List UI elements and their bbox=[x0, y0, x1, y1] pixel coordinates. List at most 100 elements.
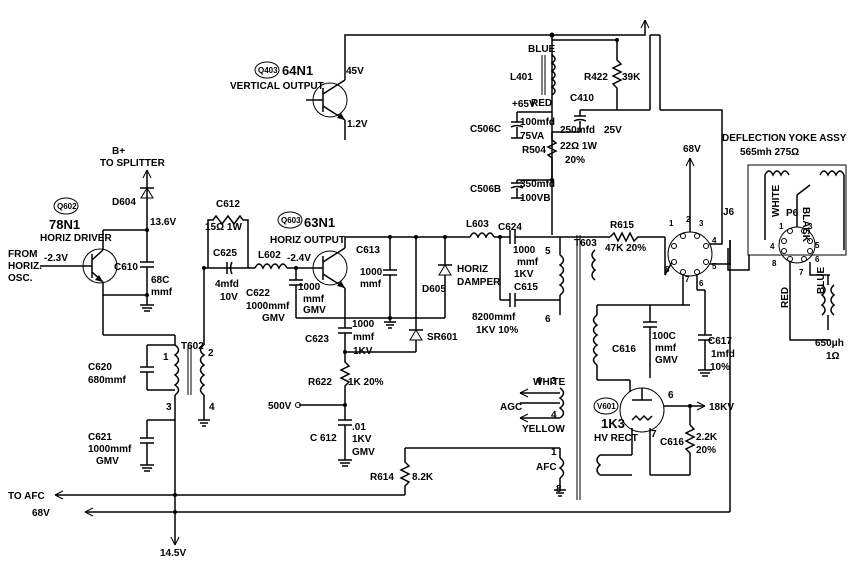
yoke-pin8: 8 bbox=[772, 259, 777, 268]
horiz-output-stage: C612 15Ω 1W C625 4mfd 10V L602 -2.4V 100… bbox=[202, 199, 348, 340]
l401-bottom-wire: RED bbox=[531, 98, 552, 109]
c620-ref: C620 bbox=[88, 362, 112, 373]
sr601-ref: SR601 bbox=[427, 332, 458, 343]
c616b-tolerance: 20% bbox=[696, 445, 716, 456]
t603-pin4: 4 bbox=[551, 410, 557, 421]
c617-tolerance: 10% bbox=[710, 362, 730, 373]
c624-ref: C624 bbox=[498, 222, 522, 233]
q403-function: VERTICAL OUTPUT bbox=[230, 81, 324, 92]
yoke-title: DEFLECTION YOKE ASSY bbox=[722, 133, 847, 144]
rail-68v-bottom: 68V bbox=[32, 508, 50, 519]
q602-ref: Q602 bbox=[57, 202, 77, 211]
t603-pin6: 6 bbox=[545, 314, 551, 325]
r422-ref: R422 bbox=[584, 72, 608, 83]
c625-ref: C625 bbox=[213, 248, 237, 259]
j6-pin7: 7 bbox=[685, 275, 690, 284]
r622-ref: R622 bbox=[308, 377, 332, 388]
q603-function: HORIZ OUTPUT bbox=[270, 235, 345, 246]
v601-pin6: 6 bbox=[668, 390, 674, 401]
power-filter: +65V C506C 100mfd 75VA R504 22Ω 1W 20% C… bbox=[470, 99, 597, 204]
r504-tolerance: 20% bbox=[565, 155, 585, 166]
c617-ref: C617 bbox=[708, 336, 732, 347]
r422-value: 39K bbox=[622, 72, 641, 83]
collector-bus: C613 1000 mmf D605 HORIZ DAMPER SR601 10… bbox=[268, 235, 501, 467]
yoke-plug-ref: P6 bbox=[786, 208, 799, 219]
c612b-tolerance: GMV bbox=[352, 447, 375, 458]
t602-pin2: 2 bbox=[208, 348, 214, 359]
c622-value: 1000mmf bbox=[246, 301, 290, 312]
c622-tolerance: GMV bbox=[262, 313, 285, 324]
c506b-ref: C506B bbox=[470, 184, 501, 195]
l401-ref: L401 bbox=[510, 72, 533, 83]
t602-pin3: 3 bbox=[166, 402, 172, 413]
t602-pin4: 4 bbox=[209, 402, 215, 413]
c623-ref: C623 bbox=[305, 334, 329, 345]
c622-value-top: 1000 bbox=[298, 282, 321, 293]
q602-base-voltage: -2.3V bbox=[44, 253, 68, 264]
c506b-capacitance: 350mfd bbox=[520, 179, 555, 190]
j6-pin3: 3 bbox=[699, 219, 704, 228]
c410-ref: C410 bbox=[570, 93, 594, 104]
j6-pin6: 6 bbox=[699, 279, 704, 288]
v601-type: 1K3 bbox=[601, 416, 625, 431]
c613-ref: C613 bbox=[356, 245, 380, 256]
t603-pin3: 3 bbox=[551, 376, 557, 387]
agc-afc-windings: WHITE AGC YELLOW AFC R614 8.2K TO AFC 68… bbox=[8, 240, 731, 519]
q603-ref: Q603 bbox=[281, 216, 301, 225]
c621-value: 1000mmf bbox=[88, 444, 132, 455]
t602-pin1: 1 bbox=[163, 352, 169, 363]
t603-ref: T603 bbox=[574, 238, 597, 249]
afc-label: AFC bbox=[536, 462, 557, 473]
c624-voltage: 1KV bbox=[514, 269, 534, 280]
c622-unit-top: mmf bbox=[303, 294, 325, 305]
c506b-voltage: 100VB bbox=[520, 193, 551, 204]
j6-pin5: 5 bbox=[712, 262, 717, 271]
rail-14-5v: 14.5V bbox=[160, 548, 186, 559]
q403-collector-voltage: 45V bbox=[346, 66, 364, 77]
c616a-unit: mmf bbox=[655, 343, 677, 354]
c622-ref: C622 bbox=[246, 288, 270, 299]
yoke-pin7: 7 bbox=[799, 268, 804, 277]
c612b-capacitance: .01 bbox=[352, 422, 366, 433]
c624-unit: mmf bbox=[517, 257, 539, 268]
yoke-pin6: 6 bbox=[815, 255, 820, 264]
yoke-spec: 565mh 275Ω bbox=[740, 147, 799, 158]
q603-type: 63N1 bbox=[304, 215, 335, 230]
yoke-blue-wire: BLUE bbox=[816, 266, 827, 294]
yoke-pin1: 1 bbox=[779, 222, 784, 231]
c616a-ref: C616 bbox=[612, 344, 636, 355]
yoke-black-wire: BLACK bbox=[800, 207, 811, 243]
c410-voltage: 25V bbox=[604, 125, 622, 136]
t602-transformer: 1 2 3 4 T602 14.5V C620 680mmf C621 1000… bbox=[88, 335, 215, 559]
t603-pin5: 5 bbox=[545, 246, 551, 257]
c615-tolerance: 1KV 10% bbox=[476, 325, 518, 336]
c616a-value: 100C bbox=[652, 331, 676, 342]
j6-pin4: 4 bbox=[712, 236, 717, 245]
v601-pin7: 7 bbox=[651, 429, 657, 440]
q602-type: 78N1 bbox=[49, 217, 80, 232]
c612b-ref: C 612 bbox=[310, 433, 337, 444]
c616b-value: 2.2K bbox=[696, 432, 718, 443]
l602-ref: L602 bbox=[258, 250, 281, 261]
rail-500v: 500V bbox=[268, 401, 292, 412]
v601-function: HV RECT bbox=[594, 433, 638, 444]
r614-ref: R614 bbox=[370, 472, 394, 483]
c625-capacitance: 4mfd bbox=[215, 279, 239, 290]
vertical-output-stage: Q403 64N1 VERTICAL OUTPUT 45V 1.2V bbox=[230, 19, 650, 140]
yoke-connector-network: 100C mmf GMV C616 C617 1mfd 10% R615 47K… bbox=[560, 34, 735, 378]
c617-capacitance: 1mfd bbox=[711, 349, 735, 360]
l401-top-wire: BLUE bbox=[528, 44, 556, 55]
rail-13-6v: 13.6V bbox=[150, 217, 176, 228]
yoke-white-wire: WHITE bbox=[771, 184, 782, 217]
c610-value: 68C bbox=[151, 275, 169, 286]
c625-voltage: 10V bbox=[220, 292, 238, 303]
agc-label: AGC bbox=[500, 402, 522, 413]
c610-ref: C610 bbox=[114, 262, 138, 273]
j6-pin1: 1 bbox=[669, 219, 674, 228]
horiz-label: HORIZ. bbox=[8, 261, 42, 272]
l603-ref: L603 bbox=[466, 219, 489, 230]
c621-ref: C621 bbox=[88, 432, 112, 443]
d604-ref: D604 bbox=[112, 197, 136, 208]
c612a-value: 15Ω 1W bbox=[205, 222, 242, 233]
c623-value: 1000 bbox=[352, 319, 375, 330]
